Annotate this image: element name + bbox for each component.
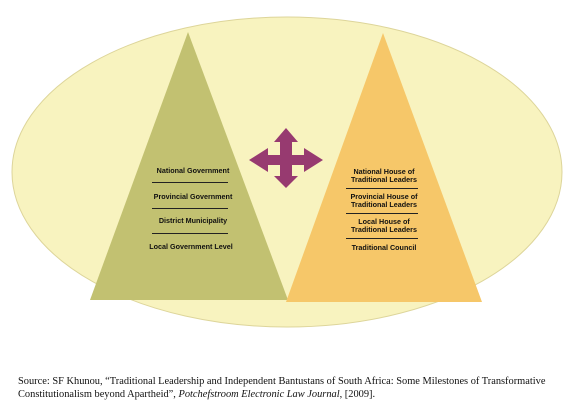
caption-suffix: , [2009]. (339, 389, 376, 400)
left-pyramid-triangle (90, 32, 288, 300)
right-tier-label: Provincial House of Traditional Leaders (350, 192, 418, 209)
left-tier-label: Provincial Government (153, 192, 233, 201)
right-tier-label: National House of Traditional Leaders (351, 167, 417, 184)
left-tier-divider (152, 208, 228, 209)
source-caption: Source: SF Khunou, “Traditional Leadersh… (18, 375, 558, 401)
caption-prefix: Source: SF Khunou, “Traditional Leadersh… (18, 376, 546, 400)
right-tier-divider (346, 213, 418, 214)
left-tier-divider (152, 182, 228, 183)
four-way-arrow-icon (249, 128, 323, 188)
right-tier-divider (346, 238, 418, 239)
arrow-shape (249, 128, 323, 188)
left-tier-label: District Municipality (158, 216, 228, 225)
right-pyramid-triangle (286, 33, 482, 302)
left-tier-label: Local Government Level (149, 242, 233, 251)
right-tier-label: Traditional Council (351, 243, 417, 252)
right-tier-label: Local House of Traditional Leaders (351, 217, 417, 234)
right-tier-divider (346, 188, 418, 189)
left-tier-label: National Government (156, 166, 230, 175)
caption-journal: Potchefstroom Electronic Law Journal (178, 389, 340, 400)
left-tier-divider (152, 233, 228, 234)
